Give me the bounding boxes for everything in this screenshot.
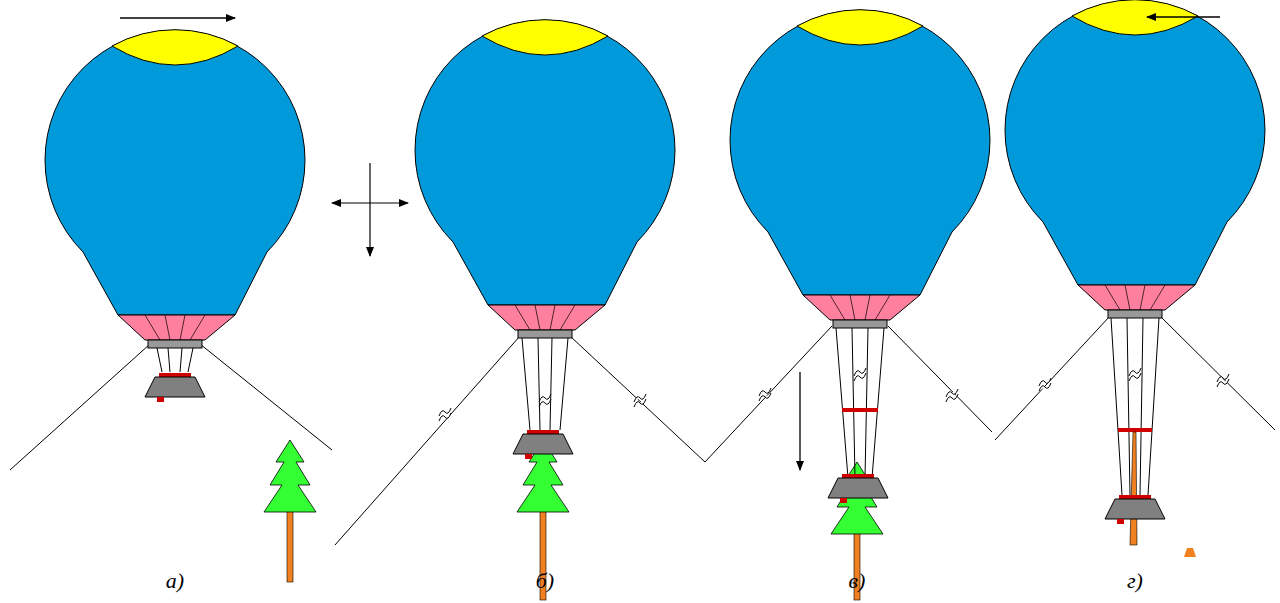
panel-caption: в): [849, 568, 866, 594]
panel-caption: г): [1127, 568, 1143, 594]
panel-caption: б): [536, 568, 554, 594]
panel-caption: а): [166, 568, 184, 594]
